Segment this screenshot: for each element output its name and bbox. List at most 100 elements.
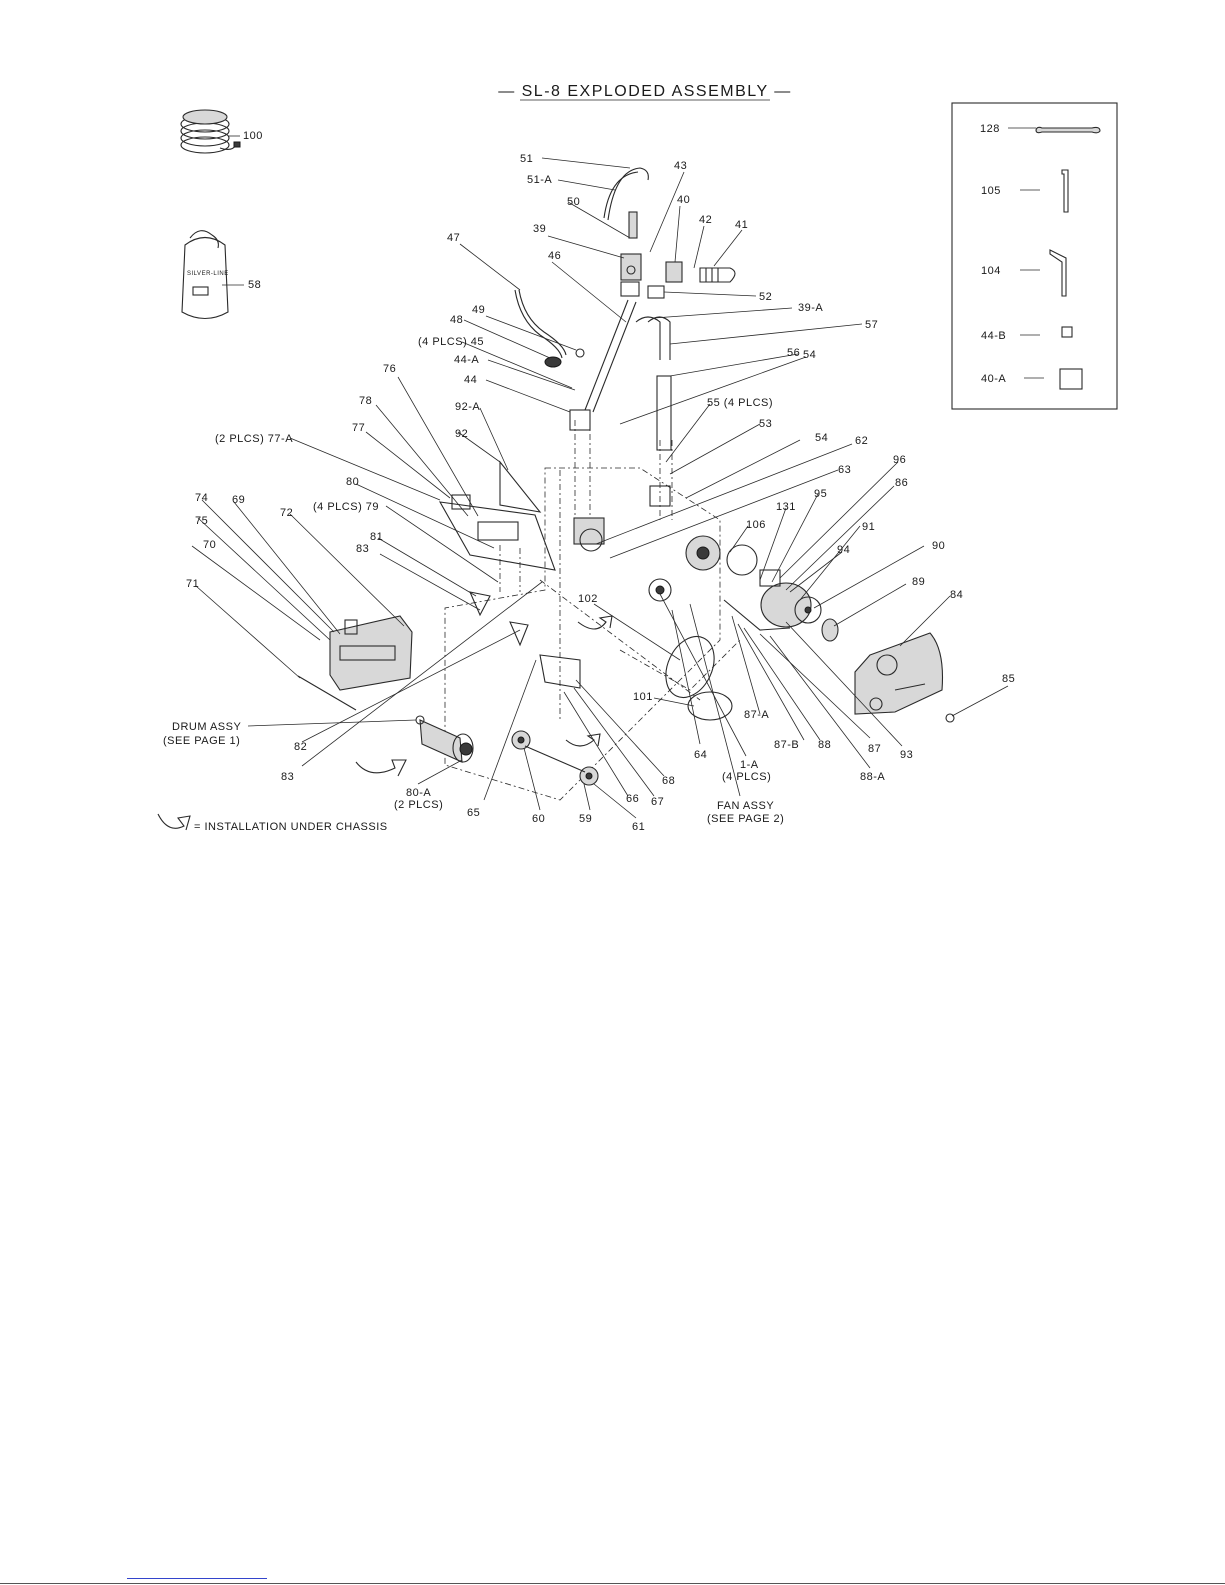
part-label: 82 [294, 741, 307, 753]
part-label: 69 [232, 494, 245, 506]
part-label: 44-A [454, 354, 479, 366]
part-label: FAN ASSY [717, 800, 774, 812]
part-label: 86 [895, 477, 908, 489]
part-label: 39 [533, 223, 546, 235]
part-label: 44 [464, 374, 477, 386]
dust-bag-drawing [181, 230, 229, 320]
footer-link-underline [127, 1578, 267, 1579]
part-label: 80-A [406, 787, 431, 799]
part-label: 92 [455, 428, 468, 440]
part-label: 1-A [740, 759, 759, 771]
part-label: 72 [280, 507, 293, 519]
part-label: 57 [865, 319, 878, 331]
part-label: 42 [699, 214, 712, 226]
part-label: 54 [815, 432, 828, 444]
part-label: DRUM ASSY [172, 721, 241, 733]
part-label: 88 [818, 739, 831, 751]
tool-label: 40-A [981, 373, 1006, 385]
part-label: 47 [447, 232, 460, 244]
diagram-area [140, 70, 1140, 860]
part-label: 51-A [527, 174, 552, 186]
part-label: 84 [950, 589, 963, 601]
part-label: 55 (4 PLCS) [707, 397, 773, 409]
part-label: 58 [248, 279, 261, 291]
part-label: 93 [900, 749, 913, 761]
part-label: 71 [186, 578, 199, 590]
part-label: 87-B [774, 739, 799, 751]
part-label: 102 [578, 593, 598, 605]
part-label: 101 [633, 691, 653, 703]
part-label: (SEE PAGE 1) [163, 735, 240, 747]
tool-labels: 128 105 104 44-B 40-A [980, 123, 1006, 385]
tool-box [951, 102, 1118, 410]
leader-lines [191, 157, 1009, 819]
part-label: 94 [837, 544, 850, 556]
part-label: 92-A [455, 401, 480, 413]
part-label: 87 [868, 743, 881, 755]
part-label: (2 PLCS) [394, 799, 443, 811]
part-label: 83 [356, 543, 369, 555]
part-label: (4 PLCS) [722, 771, 771, 783]
part-label: 51 [520, 153, 533, 165]
guard-drawing [499, 460, 542, 513]
bracket-drawing [469, 591, 491, 617]
handle-assembly-drawing [514, 167, 736, 507]
part-label: 76 [383, 363, 396, 375]
part-label: 67 [651, 796, 664, 808]
chassis-outline [444, 420, 741, 801]
part-label: 59 [579, 813, 592, 825]
part-label: 41 [735, 219, 748, 231]
front-cover-drawing [297, 615, 413, 711]
cord-coil-drawing [180, 109, 241, 154]
part-labels: 100 58 51 51-A 43 50 40 42 41 39 47 46 5… [163, 130, 1015, 833]
tool-label: 44-B [981, 330, 1006, 342]
part-label: 66 [626, 793, 639, 805]
part-label: 80 [346, 476, 359, 488]
part-label: 54 [803, 349, 816, 361]
part-label: 63 [838, 464, 851, 476]
part-label: (2 PLCS) 77-A [215, 433, 293, 445]
part-label: 43 [674, 160, 687, 172]
part-label: 78 [359, 395, 372, 407]
part-label: 96 [893, 454, 906, 466]
part-label: 75 [195, 515, 208, 527]
tool-label: 105 [981, 185, 1001, 197]
part-label: 52 [759, 291, 772, 303]
part-label: 40 [677, 194, 690, 206]
part-label: 95 [814, 488, 827, 500]
front-frame-drawing [438, 494, 605, 592]
belt-102 [665, 635, 715, 699]
part-label: 85 [1002, 673, 1015, 685]
tool-label: 104 [981, 265, 1001, 277]
part-label: 131 [776, 501, 796, 513]
diagram-title: — SL-8 EXPLODED ASSEMBLY — [498, 83, 792, 100]
part-label: 60 [532, 813, 545, 825]
part-label: 81 [370, 531, 383, 543]
part-label: 70 [203, 539, 216, 551]
part-label: 90 [932, 540, 945, 552]
part-label: 48 [450, 314, 463, 326]
base-plate-drawing [539, 654, 581, 689]
tool-drawings [1035, 126, 1101, 390]
part-label: 49 [472, 304, 485, 316]
bag-brand-text: SILVER-LINE [187, 271, 229, 277]
part-label: 61 [632, 821, 645, 833]
drum-drawing [415, 715, 474, 763]
part-label: 62 [855, 435, 868, 447]
part-label: (4 PLCS) 45 [418, 336, 484, 348]
footer-rule [0, 1583, 1225, 1584]
fan-drawing [648, 535, 839, 642]
part-label: 65 [467, 807, 480, 819]
part-label: 83 [281, 771, 294, 783]
part-label: 91 [862, 521, 875, 533]
legend-text: = INSTALLATION UNDER CHASSIS [194, 821, 388, 833]
bracket-drawing-2 [509, 621, 529, 647]
part-label: 68 [662, 775, 675, 787]
tool-label: 128 [980, 123, 1000, 135]
part-label: 39-A [798, 302, 823, 314]
belt-101 [687, 691, 733, 721]
part-label: 87-A [744, 709, 769, 721]
part-label: 50 [567, 196, 580, 208]
part-label: 64 [694, 749, 707, 761]
side-cover-drawing [854, 632, 955, 723]
